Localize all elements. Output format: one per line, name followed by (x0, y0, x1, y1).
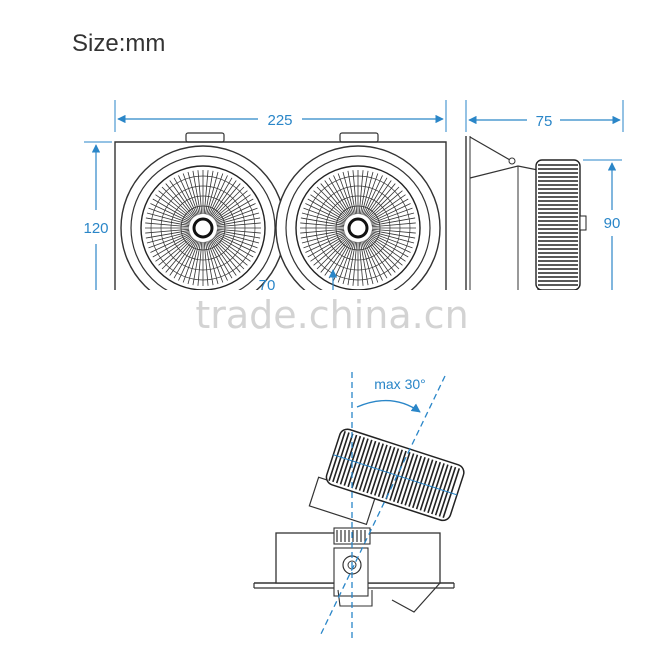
side-clip-spring (469, 136, 511, 161)
depth-label: 75 (536, 113, 553, 130)
watermark: trade.china.cn (195, 293, 468, 337)
tilt-angle-arc (356, 399, 421, 413)
mounting-tab-left (185, 132, 225, 143)
side-clip-pivot (508, 157, 516, 165)
lamp-right (275, 145, 441, 311)
side-height-label: 90 (604, 215, 621, 232)
tilt-bracket-foot (337, 589, 373, 607)
side-view: 75 90 (465, 100, 624, 292)
reflector-label: 70 (259, 277, 276, 294)
tilt-angle-label: max 30° (374, 376, 426, 392)
watermark-band (0, 290, 660, 350)
lamp-right-led (347, 217, 369, 239)
side-body-outline (469, 165, 539, 290)
tilted-axis (319, 375, 446, 637)
tilt-bracket-teeth (336, 530, 366, 542)
height-label: 120 (83, 220, 108, 237)
tilt-heatsink-fins (328, 430, 461, 519)
front-view: 225 120 70 (83, 100, 447, 311)
width-label: 225 (267, 112, 292, 129)
page-title: Size:mm (72, 30, 166, 57)
housing-frame (114, 141, 447, 290)
mounting-tab-right (339, 132, 379, 143)
heatsink-knob (579, 215, 587, 231)
tilt-view: max 30° (253, 372, 465, 640)
tilt-housing-flap (391, 582, 441, 613)
lamp-left-led (192, 217, 214, 239)
tilt-lamp-head (308, 428, 465, 526)
heatsink-fins (538, 164, 578, 286)
